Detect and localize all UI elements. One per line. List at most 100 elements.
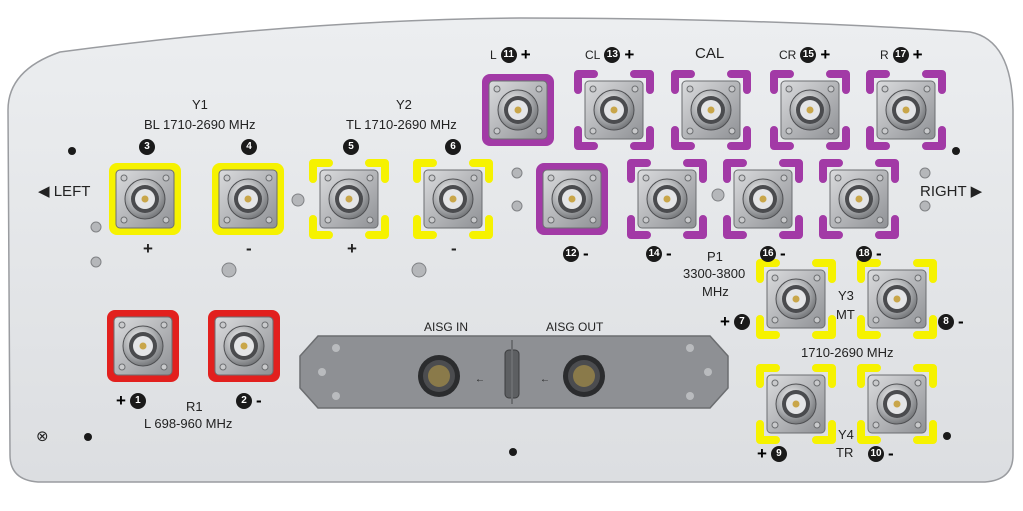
port-sign: - bbox=[876, 244, 882, 263]
y4-label: Y4 bbox=[838, 427, 854, 442]
aisg-in-label: AISG IN bbox=[424, 320, 469, 334]
port-number-badge: 3 bbox=[139, 139, 155, 155]
y3-sub: MT bbox=[836, 307, 855, 322]
arrow-left-glyph: ← bbox=[540, 374, 550, 385]
port-number-badge: 15 bbox=[800, 47, 817, 63]
port-sign: - bbox=[958, 312, 964, 331]
y4-sub: TR bbox=[836, 445, 854, 460]
port-number-badge: 4 bbox=[241, 139, 257, 155]
port-2-connector[interactable] bbox=[208, 310, 280, 382]
port-18-connector[interactable] bbox=[819, 159, 899, 239]
port-number-badge: 11 bbox=[500, 47, 517, 63]
port-16-connector[interactable] bbox=[723, 159, 803, 239]
port-number-badge: 5 bbox=[343, 139, 359, 155]
port-13-tag: CL 13 + bbox=[585, 45, 634, 65]
port-1-connector[interactable] bbox=[107, 310, 179, 382]
port-sign: - bbox=[888, 444, 894, 463]
port-5-sign: + bbox=[347, 239, 357, 258]
port-number-badge: 17 bbox=[892, 47, 909, 63]
left-text: LEFT bbox=[53, 183, 91, 200]
r1-frequency: L 698-960 MHz bbox=[144, 416, 233, 431]
port-3-sign: + bbox=[143, 239, 153, 258]
y1-frequency: BL 1710-2690 MHz bbox=[144, 117, 256, 132]
right-text: RIGHT bbox=[920, 183, 967, 200]
port-sign: - bbox=[256, 391, 262, 410]
port-6-connector[interactable] bbox=[413, 159, 493, 239]
aisg-out-connector[interactable] bbox=[563, 355, 605, 397]
aisg-plate bbox=[299, 335, 729, 409]
port-10-tag: 10 - bbox=[868, 444, 894, 464]
port-4-connector[interactable] bbox=[212, 163, 284, 235]
port-17-connector[interactable] bbox=[866, 70, 946, 150]
port-9-tag: + 9 bbox=[757, 444, 787, 464]
port-number-badge: 13 bbox=[604, 47, 621, 63]
right-label: RIGHT ▶ bbox=[920, 184, 982, 199]
port-number-badge: 6 bbox=[445, 139, 461, 155]
port-sign: + bbox=[624, 45, 635, 64]
y2-frequency: TL 1710-2690 MHz bbox=[346, 117, 457, 132]
aisg-out-label: AISG OUT bbox=[546, 320, 604, 334]
l-text: L bbox=[490, 48, 497, 62]
port-number-badge: 14 bbox=[646, 246, 662, 262]
port-6-sign: - bbox=[451, 239, 457, 258]
p1-label: P1 bbox=[707, 249, 723, 264]
left-label: ◀ LEFT bbox=[38, 184, 90, 199]
port-2-tag: 2 - bbox=[236, 391, 262, 411]
port-14-tag: 14 - bbox=[646, 244, 672, 264]
port-10-connector[interactable] bbox=[857, 364, 937, 444]
port-18-tag: 18 - bbox=[856, 244, 882, 264]
port-number-badge: 1 bbox=[129, 393, 146, 409]
cl-text: CL bbox=[585, 48, 601, 62]
r-text: R bbox=[880, 48, 889, 62]
triangle-left-icon: ◀ bbox=[38, 183, 50, 200]
aisg-in-connector[interactable] bbox=[418, 355, 460, 397]
port-14-connector[interactable] bbox=[627, 159, 707, 239]
port-7-tag: + 7 bbox=[720, 312, 750, 332]
screws bbox=[90, 167, 931, 278]
cal-label: CAL bbox=[695, 45, 725, 62]
port-11-connector[interactable] bbox=[482, 74, 554, 146]
y2-label: Y2 bbox=[396, 97, 412, 112]
port-11-tag: L 11 + bbox=[490, 45, 531, 65]
port-8-connector[interactable] bbox=[857, 259, 937, 339]
port-5-connector[interactable] bbox=[309, 159, 389, 239]
port-1-tag: + 1 bbox=[116, 391, 146, 411]
port-13-connector[interactable] bbox=[574, 70, 654, 150]
port-4-sign: - bbox=[246, 239, 252, 258]
p1-unit: MHz bbox=[702, 284, 729, 299]
port-5-tag: 5 bbox=[343, 139, 359, 155]
mount-holes bbox=[68, 147, 960, 456]
port-sign: + bbox=[912, 45, 923, 64]
port-sign: + bbox=[520, 45, 531, 64]
port-3-connector[interactable] bbox=[109, 163, 181, 235]
port-12-tag: 12 - bbox=[563, 244, 589, 264]
port-15-connector[interactable] bbox=[770, 70, 850, 150]
port-sign: + bbox=[820, 45, 831, 64]
port-8-tag: 8 - bbox=[938, 312, 964, 332]
port-number-badge: 7 bbox=[733, 314, 750, 330]
port-number-badge: 9 bbox=[770, 446, 787, 462]
y1-label: Y1 bbox=[192, 97, 208, 112]
port-7-connector[interactable] bbox=[756, 259, 836, 339]
triangle-right-icon: ▶ bbox=[970, 183, 983, 200]
port-number-badge: 12 bbox=[563, 246, 579, 262]
port-sign: + bbox=[757, 444, 767, 463]
r1-label: R1 bbox=[186, 399, 203, 414]
port-sign: - bbox=[666, 244, 672, 263]
port-6-tag: 6 bbox=[445, 139, 461, 155]
port-number-badge: 16 bbox=[760, 246, 776, 262]
port-12-connector[interactable] bbox=[536, 163, 608, 235]
ground-icon: ⊗ bbox=[36, 427, 49, 445]
port-sign: - bbox=[780, 244, 786, 263]
cal-connector[interactable] bbox=[671, 70, 751, 150]
port-number-badge: 10 bbox=[868, 446, 884, 462]
port-16-tag: 16 - bbox=[760, 244, 786, 264]
port-sign: + bbox=[720, 312, 730, 331]
port-number-badge: 18 bbox=[856, 246, 872, 262]
port-15-tag: CR 15 + bbox=[779, 45, 830, 65]
p1-frequency: 3300-3800 bbox=[683, 266, 746, 281]
port-9-connector[interactable] bbox=[756, 364, 836, 444]
arrow-left-glyph: ← bbox=[475, 374, 485, 385]
